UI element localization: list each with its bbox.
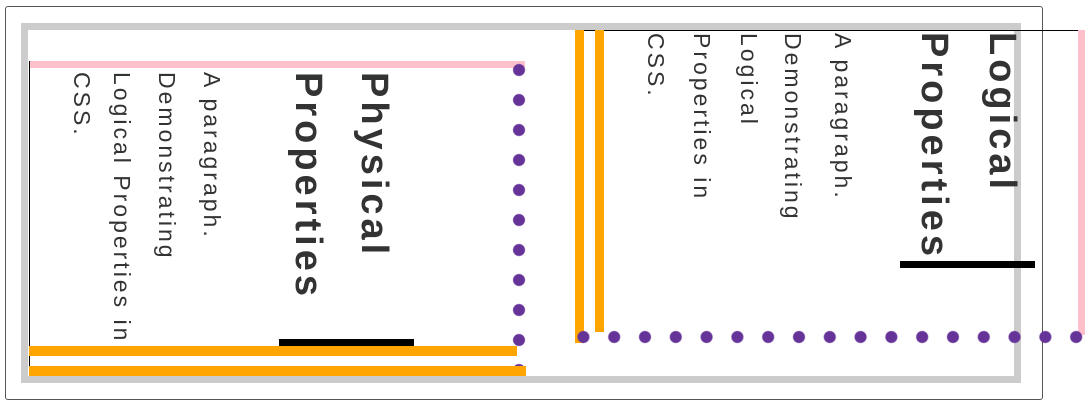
logical-heading-line: Properties <box>913 32 955 260</box>
physical-paragraph-line: CSS. <box>69 72 95 138</box>
physical-paragraph-line: Logical Properties in <box>109 72 135 344</box>
physical-heading-line: Properties <box>287 72 329 300</box>
logical-border-top <box>575 30 1085 31</box>
logical-heading-line: Logical <box>981 32 1023 194</box>
physical-heading-bar <box>279 339 414 346</box>
container-border <box>21 23 1021 383</box>
logical-paragraph-line: Properties in <box>689 33 715 202</box>
demo-frame <box>5 6 1043 400</box>
physical-border-left <box>29 61 30 375</box>
physical-border-right-dotted <box>512 55 526 375</box>
logical-border-left-double-2 <box>595 30 604 332</box>
physical-border-bottom-double <box>29 346 517 356</box>
logical-border-bottom-dotted <box>568 330 1088 344</box>
logical-paragraph-line: CSS. <box>643 33 669 99</box>
physical-border-bottom-double-2 <box>29 366 526 376</box>
logical-border-right <box>1078 30 1085 335</box>
logical-border-left-double <box>575 30 584 343</box>
physical-paragraph-line: A paragraph. <box>199 72 225 240</box>
logical-paragraph-line: Demonstrating <box>780 33 806 222</box>
logical-paragraph-line: Logical <box>736 33 762 127</box>
physical-border-top <box>29 61 525 68</box>
logical-heading-bar <box>900 261 1035 268</box>
physical-heading-line: Physical <box>353 72 395 259</box>
physical-paragraph-line: Demonstrating <box>154 72 180 261</box>
logical-paragraph-line: A paragraph. <box>830 33 856 201</box>
